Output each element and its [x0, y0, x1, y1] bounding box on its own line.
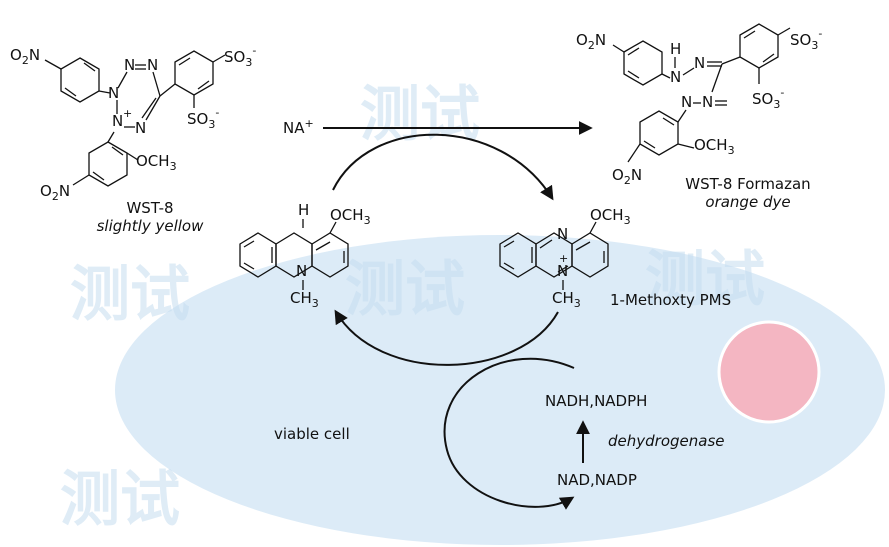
chem-sub: 3	[728, 144, 735, 157]
chem-sup: -	[215, 106, 219, 119]
svg-text:CH3: CH3	[552, 289, 581, 310]
chem-sub: 3	[245, 56, 252, 69]
chem-nh-h: H	[670, 40, 681, 58]
na-label: NA+	[283, 117, 314, 137]
watermark-text: 测试	[60, 465, 180, 535]
chem-nh-n: N	[670, 68, 681, 86]
bottom-cycle-arrow	[334, 309, 559, 366]
svg-text:SO3-: SO3-	[224, 44, 256, 69]
chem-o: O	[40, 182, 52, 200]
chem-plus: +	[559, 252, 568, 265]
chem-so3: SO	[790, 31, 811, 49]
watermark-text: 测试	[345, 255, 465, 325]
svg-text:OCH3: OCH3	[330, 206, 371, 227]
chem-n: N	[296, 262, 307, 280]
chem-n: N	[595, 31, 606, 49]
chem-o: O	[10, 46, 22, 64]
chem-ch3: CH	[290, 289, 312, 307]
chem-azo-n1: N	[702, 93, 713, 111]
chem-sup: +	[304, 117, 313, 130]
watermark-group: 测试 测试 测试 测试 测试	[60, 80, 765, 535]
wst8-color-label: slightly yellow	[97, 217, 204, 235]
formazan-color-label: orange dye	[705, 193, 790, 211]
svg-text:OCH3: OCH3	[590, 206, 631, 227]
chem-sub: 2	[22, 54, 29, 67]
viable-cell-ellipse	[115, 235, 885, 545]
chem-n-eq: N	[694, 54, 705, 72]
chem-n1: N	[108, 84, 119, 102]
chem-sub: 2	[588, 39, 595, 52]
chem-sub: 3	[312, 297, 319, 310]
chem-so3: SO	[224, 48, 245, 66]
chem-plus: +	[123, 107, 132, 120]
chem-och3: OCH	[136, 152, 170, 170]
svg-text:O2N: O2N	[576, 31, 606, 52]
chem-sub: 3	[364, 214, 371, 227]
svg-text:OCH3: OCH3	[694, 136, 735, 157]
chem-n4: N	[135, 119, 146, 137]
wst8-structure: O2N N N N N N + SO3- SO3- OCH3 O2N	[10, 44, 256, 203]
svg-text:SO3-: SO3-	[752, 86, 784, 111]
chem-sub: 2	[52, 190, 59, 203]
watermark-text: 测试	[645, 245, 765, 315]
svg-text:CH3: CH3	[290, 289, 319, 310]
watermark-text: 测试	[70, 260, 190, 330]
chem-sup: -	[252, 44, 256, 57]
formazan-structure: O2N N H N N N SO3- SO3- OCH3	[576, 23, 822, 187]
chem-n5: N	[112, 112, 123, 130]
chem-n: N	[631, 166, 642, 184]
svg-text:O2N: O2N	[40, 182, 70, 203]
chem-o: O	[576, 31, 588, 49]
nad-cycle-arrow	[443, 357, 575, 510]
dehydrogenase-label: dehydrogenase	[608, 432, 725, 450]
chem-n: N	[59, 182, 70, 200]
chem-sub: 3	[811, 39, 818, 52]
chem-n-plus: N	[557, 262, 568, 280]
chem-sub: 3	[773, 98, 780, 111]
svg-text:O2N: O2N	[612, 166, 642, 187]
chem-so3: SO	[187, 110, 208, 128]
chem-och3: OCH	[590, 206, 624, 224]
svg-text:OCH3: OCH3	[136, 152, 177, 173]
na-text: NA	[283, 119, 305, 137]
chem-och3: OCH	[694, 136, 728, 154]
chem-sub: 3	[208, 118, 215, 131]
svg-text:O2N: O2N	[10, 46, 40, 67]
svg-text:SO3-: SO3-	[187, 106, 219, 131]
watermark-text: 测试	[360, 80, 480, 150]
nadh-label: NADH,NADPH	[545, 392, 647, 410]
mpms-structure: OCH3 N N + CH3	[499, 206, 631, 310]
chem-och3: OCH	[330, 206, 364, 224]
formazan-name-label: WST-8 Formazan	[685, 175, 810, 193]
chem-o: O	[612, 166, 624, 184]
cell-particle	[717, 320, 821, 424]
chem-azo-n2: N	[681, 93, 692, 111]
chem-nh-h: H	[298, 201, 309, 219]
chem-so3: SO	[752, 90, 773, 108]
nad-label: NAD,NADP	[557, 471, 637, 489]
chem-n: N	[29, 46, 40, 64]
chem-n-top: N	[557, 225, 568, 243]
chem-n3: N	[147, 56, 158, 74]
chem-sub: 3	[624, 214, 631, 227]
mpms-name-label: 1-Methoxty PMS	[610, 291, 731, 309]
chem-n2: N	[124, 56, 135, 74]
chem-ch3: CH	[552, 289, 574, 307]
viable-cell-label: viable cell	[274, 425, 350, 443]
chem-sub: 3	[574, 297, 581, 310]
reduced-mpms-structure: OCH3 H N CH3	[239, 201, 371, 310]
chem-sup: -	[780, 86, 784, 99]
chem-sup: -	[818, 27, 822, 40]
chem-sub: 3	[170, 160, 177, 173]
wst8-name-label: WST-8	[126, 199, 173, 217]
top-cycle-arrow	[332, 133, 554, 201]
chem-sub: 2	[624, 174, 631, 187]
svg-text:SO3-: SO3-	[790, 27, 822, 52]
